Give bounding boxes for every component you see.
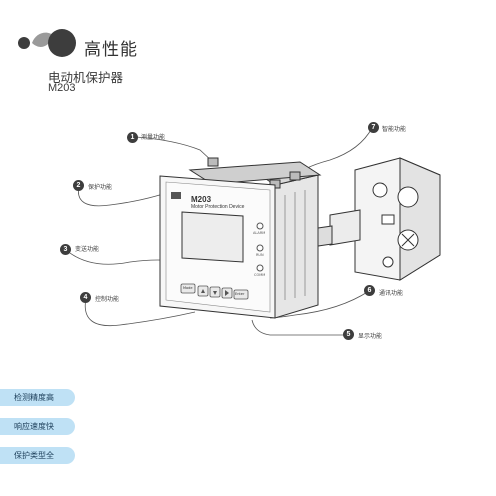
indicator-run [256,244,264,252]
brand-logo [18,29,76,57]
button-enter-label: Enter [235,292,245,296]
product-model: M203 [48,82,76,94]
feature-protection: 保护类型全 [0,447,75,464]
feature-accuracy: 检测精度高 [0,389,75,406]
device-logo [171,192,181,199]
indicator-comm [256,264,264,272]
callout-5-badge: 5 [343,329,354,340]
callout-line-5 [251,319,348,336]
callout-3-badge: 3 [60,244,71,255]
logo-small-dot [18,37,30,49]
device-body [188,157,322,319]
callout-5-label: 显示功能 [358,333,383,340]
indicator-label-comm: COMM [254,273,266,277]
feature-response: 响应速度快 [0,418,75,435]
callout-2-label: 保护功能 [88,184,113,191]
device-screen [181,211,244,263]
callout-line-4 [84,297,196,327]
device-buttons [180,283,249,300]
product-name: 电动机保护器 [48,70,124,85]
button-mode-label: Mode [183,286,193,290]
callout-1-badge: 1 [127,132,138,143]
callout-6-label: 通讯功能 [379,290,404,297]
callout-4-label: 控制功能 [95,296,120,303]
indicator-alarm [256,222,264,230]
callout-6-badge: 6 [364,285,375,296]
device-subtitle: Motor Protection Device [191,204,245,210]
callout-2-badge: 2 [73,180,84,191]
callout-line-1 [135,136,214,163]
indicator-label-alarm: ALARM [253,231,266,235]
logo-large-circle [48,29,76,57]
callout-4-badge: 4 [80,292,91,303]
callout-3-label: 变送功能 [75,246,100,253]
indicator-label-run: RUN [256,253,264,257]
callout-1-label: 测量功能 [141,134,166,141]
brand-title: 高性能 [84,40,138,60]
callout-7-label: 智能功能 [382,126,407,133]
rear-connector-plug [317,157,441,281]
callout-7-badge: 7 [368,122,379,133]
front-panel [159,175,276,319]
device-model-label: M203 [191,195,212,204]
